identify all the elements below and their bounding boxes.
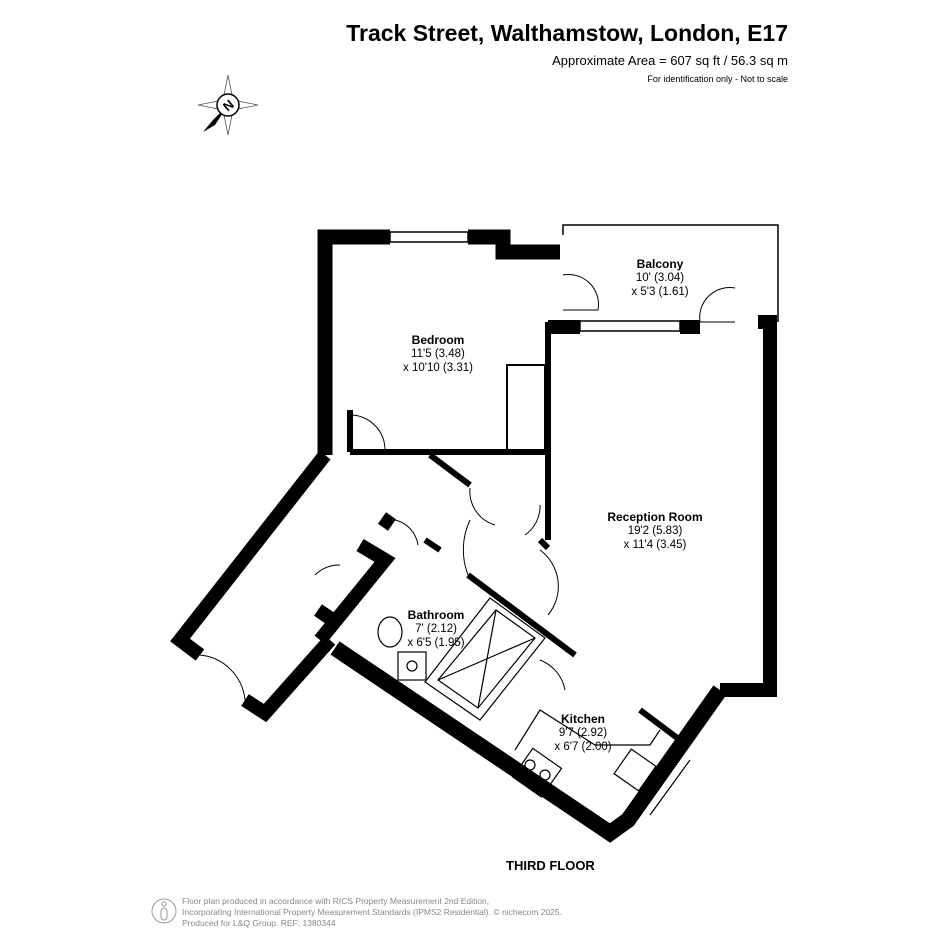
compass-icon: N <box>197 74 259 136</box>
room-name: Bathroom <box>407 608 465 622</box>
room-dimension: x 10'10 (3.31) <box>403 362 473 374</box>
room-dimension: x 11'4 (3.45) <box>623 539 687 551</box>
footer-line: Floor plan produced in accordance with R… <box>182 896 490 906</box>
room-name: Kitchen <box>560 712 606 726</box>
floor-label: THIRD FLOOR <box>506 858 595 873</box>
hob-fixture <box>511 747 563 798</box>
room-name: Bedroom <box>411 333 465 347</box>
room-dimension: 7' (2.12) <box>415 623 457 635</box>
room-dimension: 9'7 (2.92) <box>558 727 608 739</box>
room-name: Reception Room <box>607 510 703 524</box>
room-reception: Reception Room 19'2 (5.83) x 11'4 (3.45) <box>607 510 702 552</box>
hall-walls <box>170 450 397 723</box>
room-name: Balcony <box>636 257 684 271</box>
room-kitchen: Kitchen 9'7 (2.92) x 6'7 (2.00) <box>554 712 611 754</box>
balcony-outline <box>562 224 779 322</box>
sink-fixture <box>613 748 657 792</box>
scale-note: For identification only - Not to scale <box>647 74 788 84</box>
room-dimension: x 6'5 (1.95) <box>407 637 465 649</box>
room-balcony: Balcony 10' (3.04) x 5'3 (1.61) <box>631 257 688 299</box>
approximate-area: Approximate Area = 607 sq ft / 56.3 sq m <box>552 53 788 68</box>
property-title: Track Street, Walthamstow, London, E17 <box>346 20 788 46</box>
footer-disclaimer: Floor plan produced in accordance with R… <box>182 896 562 929</box>
door-swings <box>199 274 736 701</box>
footer-line: Incorporating International Property Mea… <box>182 907 562 917</box>
bedroom-window <box>389 231 469 243</box>
toilet-fixture <box>377 616 403 648</box>
bath-fixture <box>424 597 546 721</box>
kitchen-bathroom-outer-wall <box>330 641 727 843</box>
room-dimension: x 5'3 (1.61) <box>631 286 689 298</box>
reception-window <box>579 320 681 332</box>
room-bathroom: Bathroom 7' (2.12) x 6'5 (1.95) <box>407 608 464 650</box>
room-dimension: 10' (3.04) <box>635 272 685 284</box>
room-dimension: 19'2 (5.83) <box>627 525 683 537</box>
room-dimension: x 6'7 (2.00) <box>554 741 612 753</box>
bedroom-walls <box>317 229 560 455</box>
footer-line: Produced for L&Q Group. REF: 1380344 <box>182 918 336 928</box>
room-dimension: 11'5 (3.48) <box>411 348 465 360</box>
room-bedroom: Bedroom 11'5 (3.48) x 10'10 (3.31) <box>403 333 473 375</box>
person-icon <box>151 898 177 924</box>
reception-walls <box>548 315 777 697</box>
basin-fixture <box>397 651 427 681</box>
